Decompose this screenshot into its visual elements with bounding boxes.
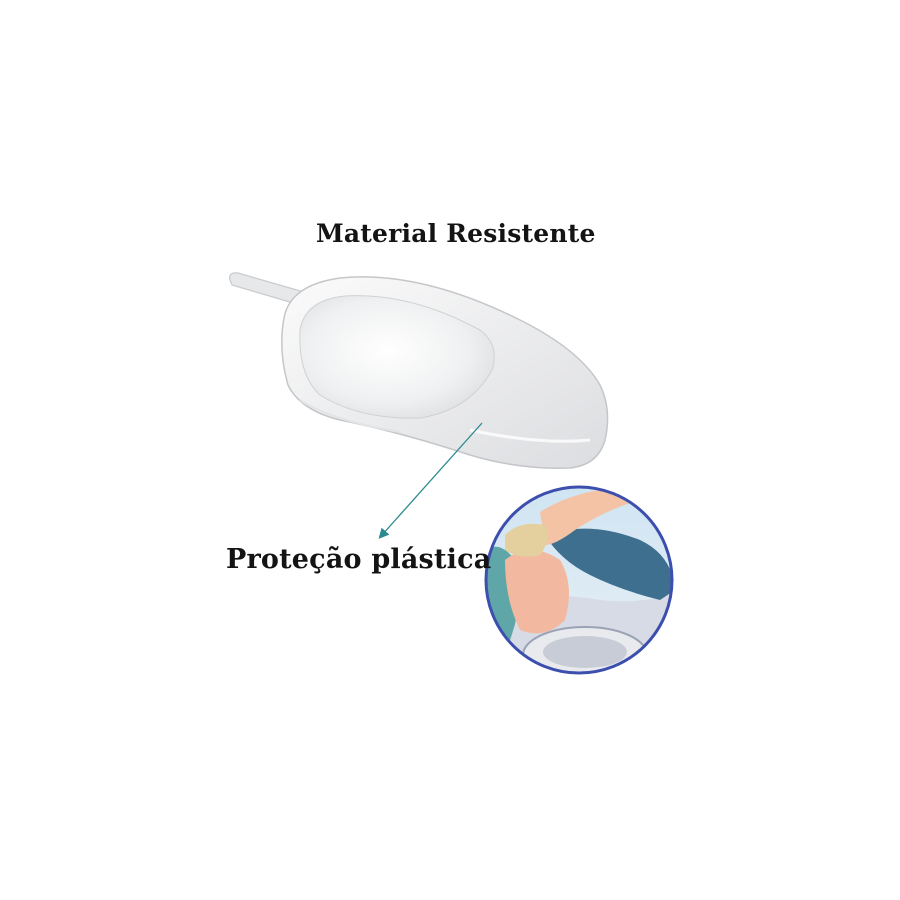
bedpan-illustration [229, 272, 609, 469]
arrow-pointer-icon [378, 422, 483, 539]
title-caption: Material Resistente [316, 219, 596, 248]
patient-usage-illustration [484, 485, 674, 675]
feature-caption: Proteção plástica [226, 544, 492, 575]
